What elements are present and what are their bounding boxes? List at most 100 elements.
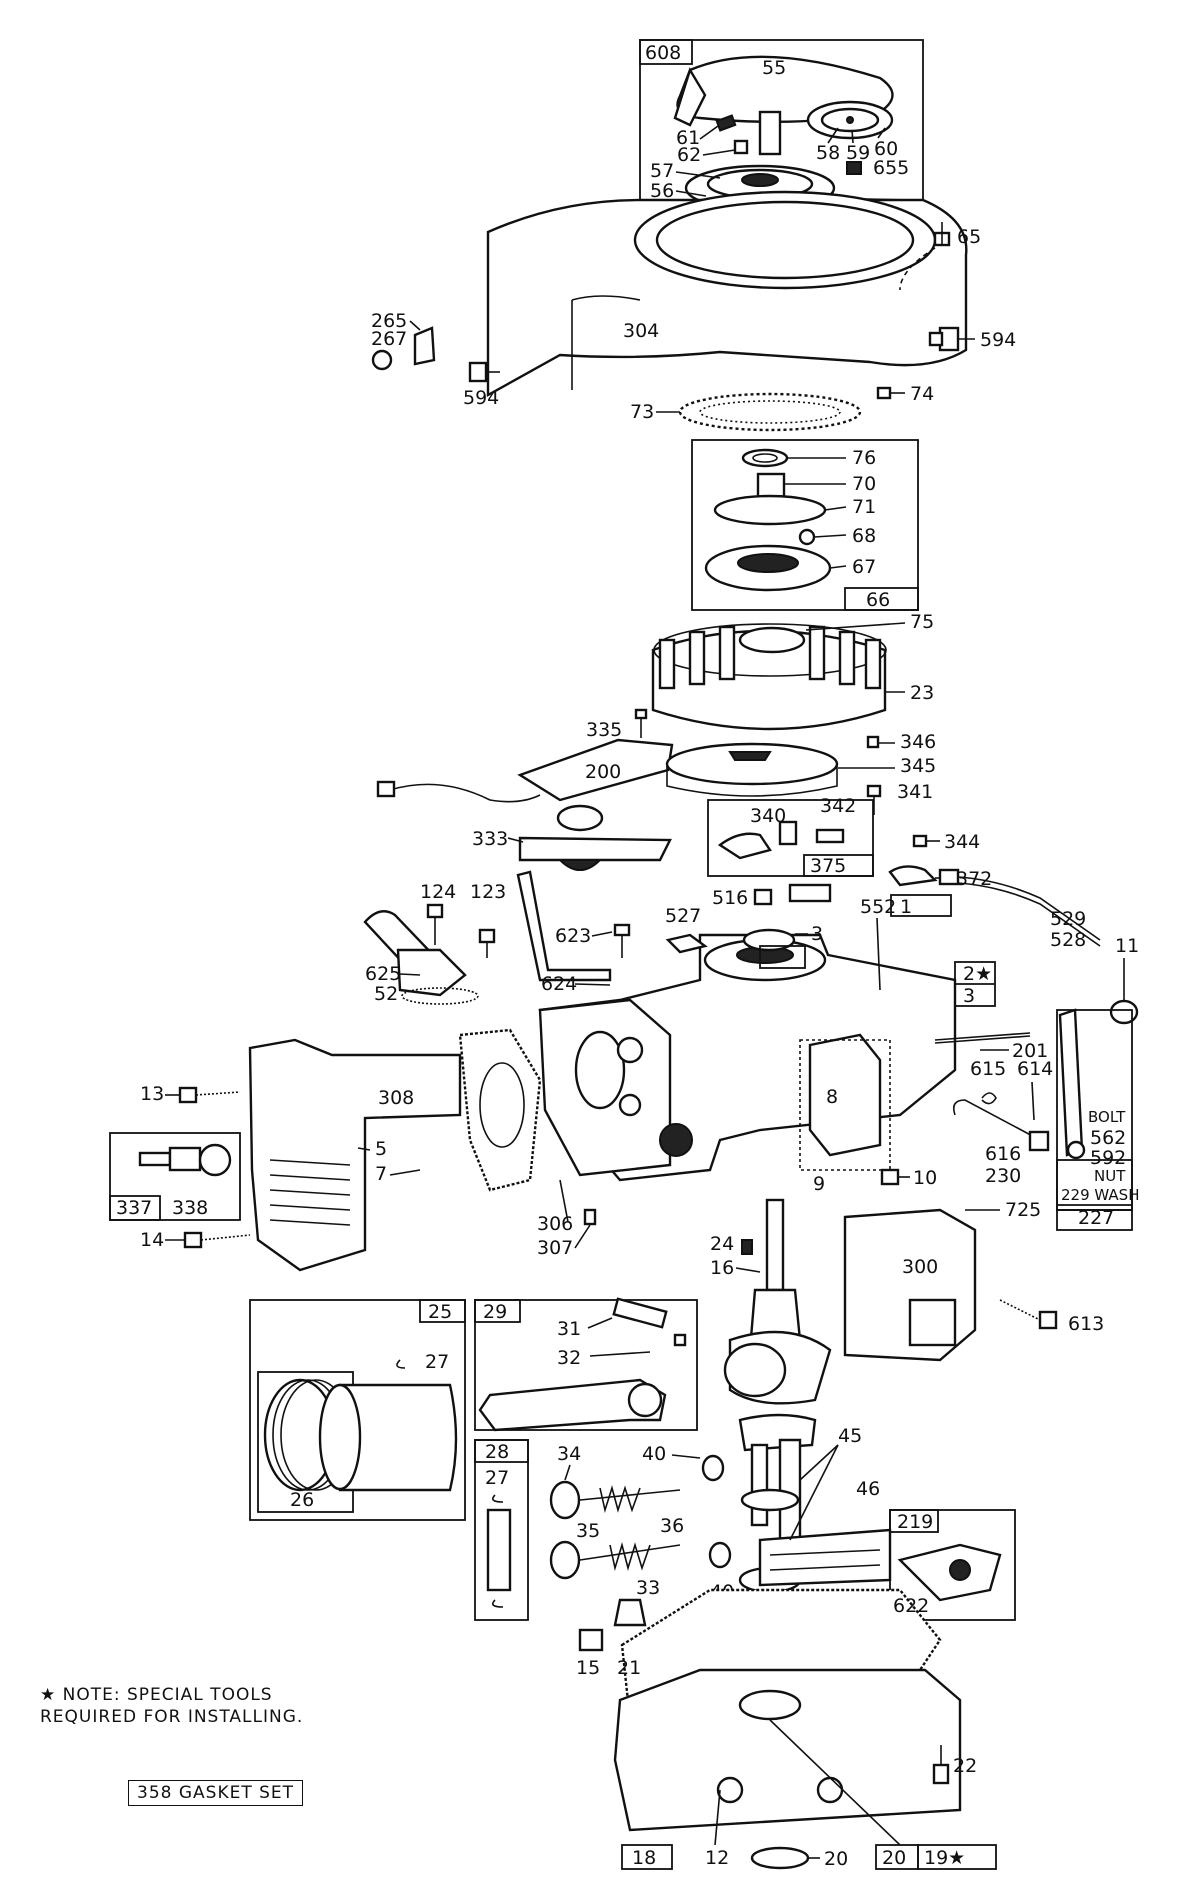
label-31: 31 (557, 1318, 581, 1340)
label-655: 655 (873, 157, 909, 179)
label-45: 45 (838, 1425, 862, 1447)
note-line-1: NOTE: SPECIAL TOOLS (62, 1685, 273, 1705)
camshaft: 45 46 (738, 1425, 892, 1594)
label-nut: NUT (1094, 1167, 1126, 1185)
label-5: 5 (375, 1138, 387, 1160)
label-62: 62 (677, 144, 701, 166)
label-229-wash: 229 WASH (1061, 1186, 1139, 1204)
label-56: 56 (650, 180, 674, 202)
label-3-box: 3 (963, 985, 975, 1007)
muffler: 300 725 613 (843, 1199, 1104, 1362)
label-40-top: 40 (642, 1443, 666, 1465)
label-342: 342 (820, 795, 856, 817)
label-338: 338 (172, 1197, 208, 1219)
connecting-rod: 29 31 32 (474, 1297, 698, 1432)
label-26: 26 (290, 1489, 314, 1511)
label-527: 527 (665, 905, 701, 927)
label-375: 375 (810, 855, 846, 877)
label-36: 36 (660, 1515, 684, 1537)
label-18: 18 (632, 1847, 656, 1869)
label-219: 219 (897, 1511, 933, 1533)
special-tools-note: ★ NOTE: SPECIAL TOOLS REQUIRED FOR INSTA… (40, 1684, 303, 1728)
cylinder-block: 1 3 552 2★ 3 8 9 10 306 307 (537, 894, 996, 1259)
label-265: 265 (371, 310, 407, 332)
label-11: 11 (1115, 935, 1139, 957)
label-624: 624 (541, 973, 577, 995)
label-46: 46 (856, 1478, 880, 1500)
label-68: 68 (852, 525, 876, 547)
gasket-set-label: 358 GASKET SET (128, 1780, 304, 1806)
label-608: 608 (645, 42, 681, 64)
label-21: 21 (617, 1657, 641, 1679)
breather-assembly: 124 123 625 52 (363, 881, 506, 1005)
label-306: 306 (537, 1213, 573, 1235)
cylinder-shield: 308 13 5 7 14 (140, 1028, 542, 1272)
clutch-assembly: 66 76 70 71 68 67 (691, 439, 919, 611)
fuel-line: 529 528 11 (938, 868, 1139, 1025)
label-516: 516 (712, 887, 748, 909)
label-625: 625 (365, 963, 401, 985)
label-308: 308 (378, 1087, 414, 1109)
blower-housing: 304 65 594 265 267 594 73 74 (371, 190, 1016, 432)
label-35: 35 (576, 1520, 600, 1542)
label-65: 65 (957, 226, 981, 248)
label-335: 335 (586, 719, 622, 741)
label-123: 123 (470, 881, 506, 903)
label-27-piston: 27 (425, 1351, 449, 1373)
label-27-pin: 27 (485, 1467, 509, 1489)
label-529: 529 (1050, 908, 1086, 930)
label-200: 200 (585, 761, 621, 783)
flywheel: 75 23 (651, 611, 934, 731)
star-icon: ★ (40, 1685, 57, 1705)
label-304: 304 (623, 320, 659, 342)
label-57: 57 (650, 160, 674, 182)
label-594-right: 594 (980, 329, 1016, 351)
crankshaft: 24 16 (710, 1198, 832, 1452)
label-3-seal: 3 (811, 923, 823, 945)
label-594-left: 594 (463, 387, 499, 409)
label-344: 344 (944, 831, 980, 853)
label-1: 1 (900, 896, 912, 918)
label-67: 67 (852, 556, 876, 578)
label-24: 24 (710, 1233, 734, 1255)
label-562: 562 (1090, 1127, 1126, 1149)
piston-pin: 28 27 (474, 1439, 529, 1621)
label-622: 622 (893, 1595, 929, 1617)
label-346: 346 (900, 731, 936, 753)
label-59: 59 (846, 142, 870, 164)
throttle-control: 201 615 614 616 230 BOLT 562 592 NUT 229… (934, 1008, 1139, 1231)
label-10: 10 (913, 1167, 937, 1189)
label-337: 337 (116, 1197, 152, 1219)
label-267: 267 (371, 328, 407, 350)
label-76: 76 (852, 447, 876, 469)
label-60: 60 (874, 138, 898, 160)
label-613: 613 (1068, 1313, 1104, 1335)
label-61: 61 (676, 127, 700, 149)
label-300: 300 (902, 1256, 938, 1278)
label-16: 16 (710, 1257, 734, 1279)
valves: 34 35 40 36 33 40 (549, 1443, 734, 1603)
label-333: 333 (472, 828, 508, 850)
label-66: 66 (866, 589, 890, 611)
label-725: 725 (1005, 1199, 1041, 1221)
label-7: 7 (375, 1163, 387, 1185)
label-552: 552 (860, 896, 896, 918)
label-614: 614 (1017, 1058, 1053, 1080)
label-19-star: 19★ (924, 1847, 965, 1869)
label-8: 8 (826, 1086, 838, 1108)
label-13: 13 (140, 1083, 164, 1105)
label-616: 616 (985, 1143, 1021, 1165)
governor-linkage: 623 527 624 (516, 870, 708, 995)
label-201: 201 (1012, 1040, 1048, 1062)
label-75: 75 (910, 611, 934, 633)
label-592: 592 (1090, 1147, 1126, 1169)
label-73: 73 (630, 401, 654, 423)
note-line-2: REQUIRED FOR INSTALLING. (40, 1707, 304, 1727)
label-615: 615 (970, 1058, 1006, 1080)
label-22: 22 (953, 1755, 977, 1777)
label-227: 227 (1078, 1207, 1114, 1229)
brake-assembly: 346 345 341 375 340 342 516 344 372 (665, 731, 992, 909)
label-15: 15 (576, 1657, 600, 1679)
label-28: 28 (485, 1441, 509, 1463)
